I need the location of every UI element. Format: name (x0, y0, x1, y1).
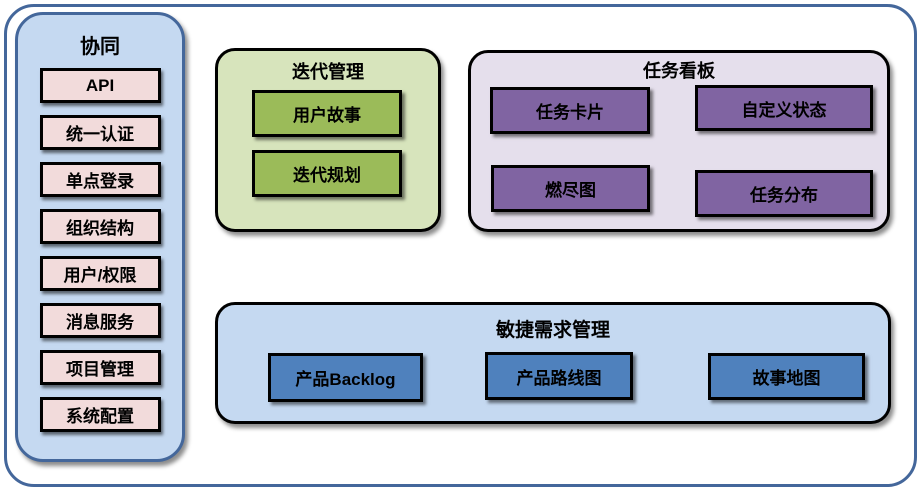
sidebar-item-message-service: 消息服务 (39, 303, 161, 338)
box-story-map: 故事地图 (708, 353, 865, 400)
sidebar-item-api: API (39, 68, 161, 103)
box-burndown-chart: 燃尽图 (491, 165, 650, 212)
box-task-card: 任务卡片 (490, 87, 650, 134)
box-user-story: 用户故事 (252, 90, 402, 137)
sidebar-item-org-structure: 组织结构 (39, 209, 161, 244)
box-task-distribution: 任务分布 (695, 170, 873, 217)
sidebar-collaboration: 协同 API 统一认证 单点登录 组织结构 用户/权限 消息服务 项目管理 系统… (15, 12, 185, 462)
sidebar-item-sso: 单点登录 (39, 162, 161, 197)
group-title-agile: 敏捷需求管理 (495, 320, 610, 341)
group-iteration-management: 迭代管理 用户故事 迭代规划 (215, 48, 441, 232)
box-custom-status: 自定义状态 (695, 85, 873, 131)
sidebar-item-system-config: 系统配置 (39, 397, 161, 432)
sidebar-item-list: API 统一认证 单点登录 组织结构 用户/权限 消息服务 项目管理 系统配置 (18, 68, 182, 432)
group-task-board: 任务看板 任务卡片 自定义状态 燃尽图 任务分布 (468, 50, 890, 232)
box-product-roadmap: 产品路线图 (485, 352, 633, 400)
group-agile-requirement-management: 敏捷需求管理 产品Backlog 产品路线图 故事地图 (215, 302, 891, 424)
box-iteration-planning: 迭代规划 (252, 150, 402, 197)
sidebar-title: 协同 (80, 36, 120, 58)
group-title-iteration: 迭代管理 (292, 62, 364, 82)
box-product-backlog: 产品Backlog (268, 353, 423, 402)
group-title-taskboard: 任务看板 (643, 61, 715, 81)
sidebar-item-unified-auth: 统一认证 (39, 115, 161, 150)
sidebar-item-project-management: 项目管理 (39, 350, 161, 385)
sidebar-item-user-permission: 用户/权限 (39, 256, 161, 291)
